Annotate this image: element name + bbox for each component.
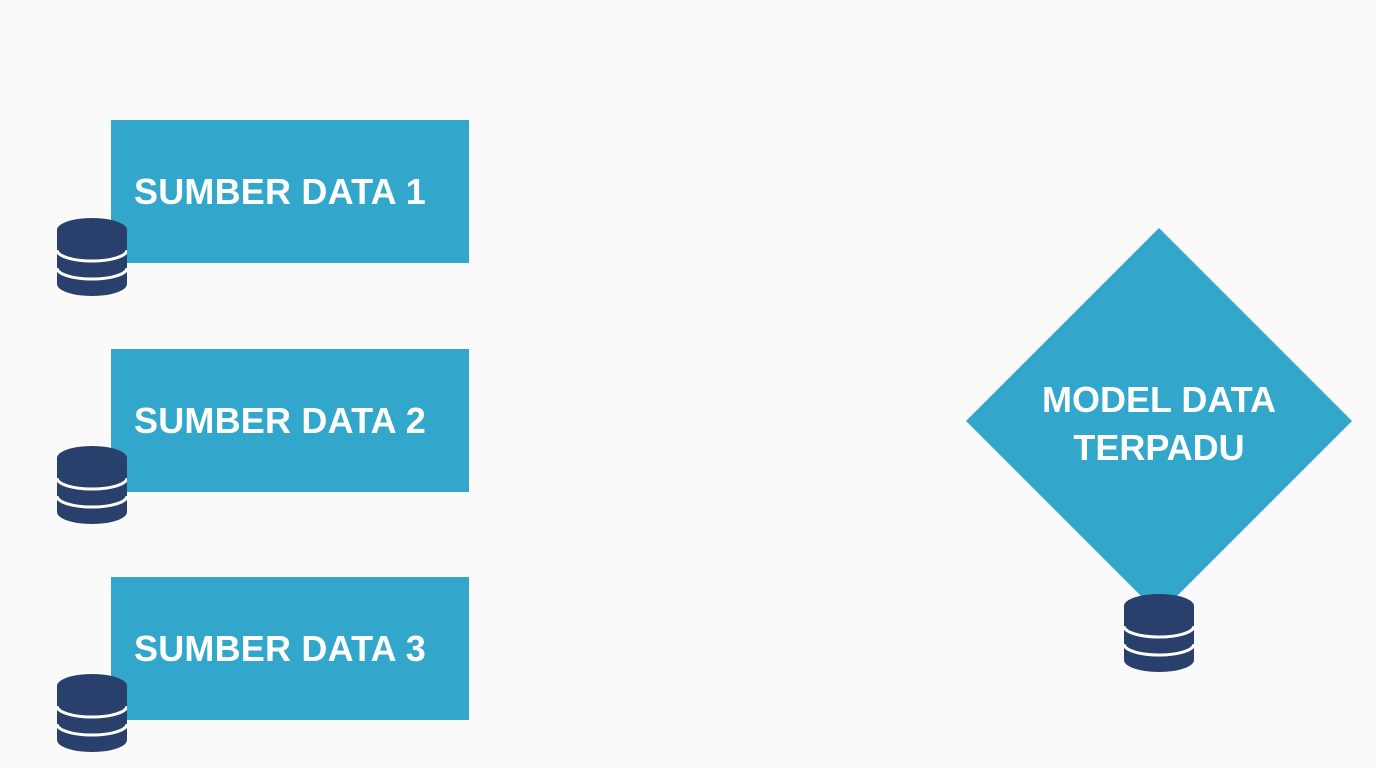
diamond-shape [966,228,1352,614]
source-box-1: SUMBER DATA 1 [111,120,469,263]
target-label: MODEL DATA TERPADU [966,376,1352,472]
source-label-1: SUMBER DATA 1 [134,170,426,212]
database-icon [57,446,127,524]
source-label-3: SUMBER DATA 3 [134,627,426,669]
target-diamond: MODEL DATA TERPADU [966,228,1352,614]
database-icon [1124,594,1194,672]
source-box-2: SUMBER DATA 2 [111,349,469,492]
database-icon [57,218,127,296]
source-label-2: SUMBER DATA 2 [134,399,426,441]
target-label-line-2: TERPADU [1073,427,1245,468]
source-box-3: SUMBER DATA 3 [111,577,469,720]
database-icon [57,674,127,752]
target-label-line-1: MODEL DATA [1042,379,1276,420]
